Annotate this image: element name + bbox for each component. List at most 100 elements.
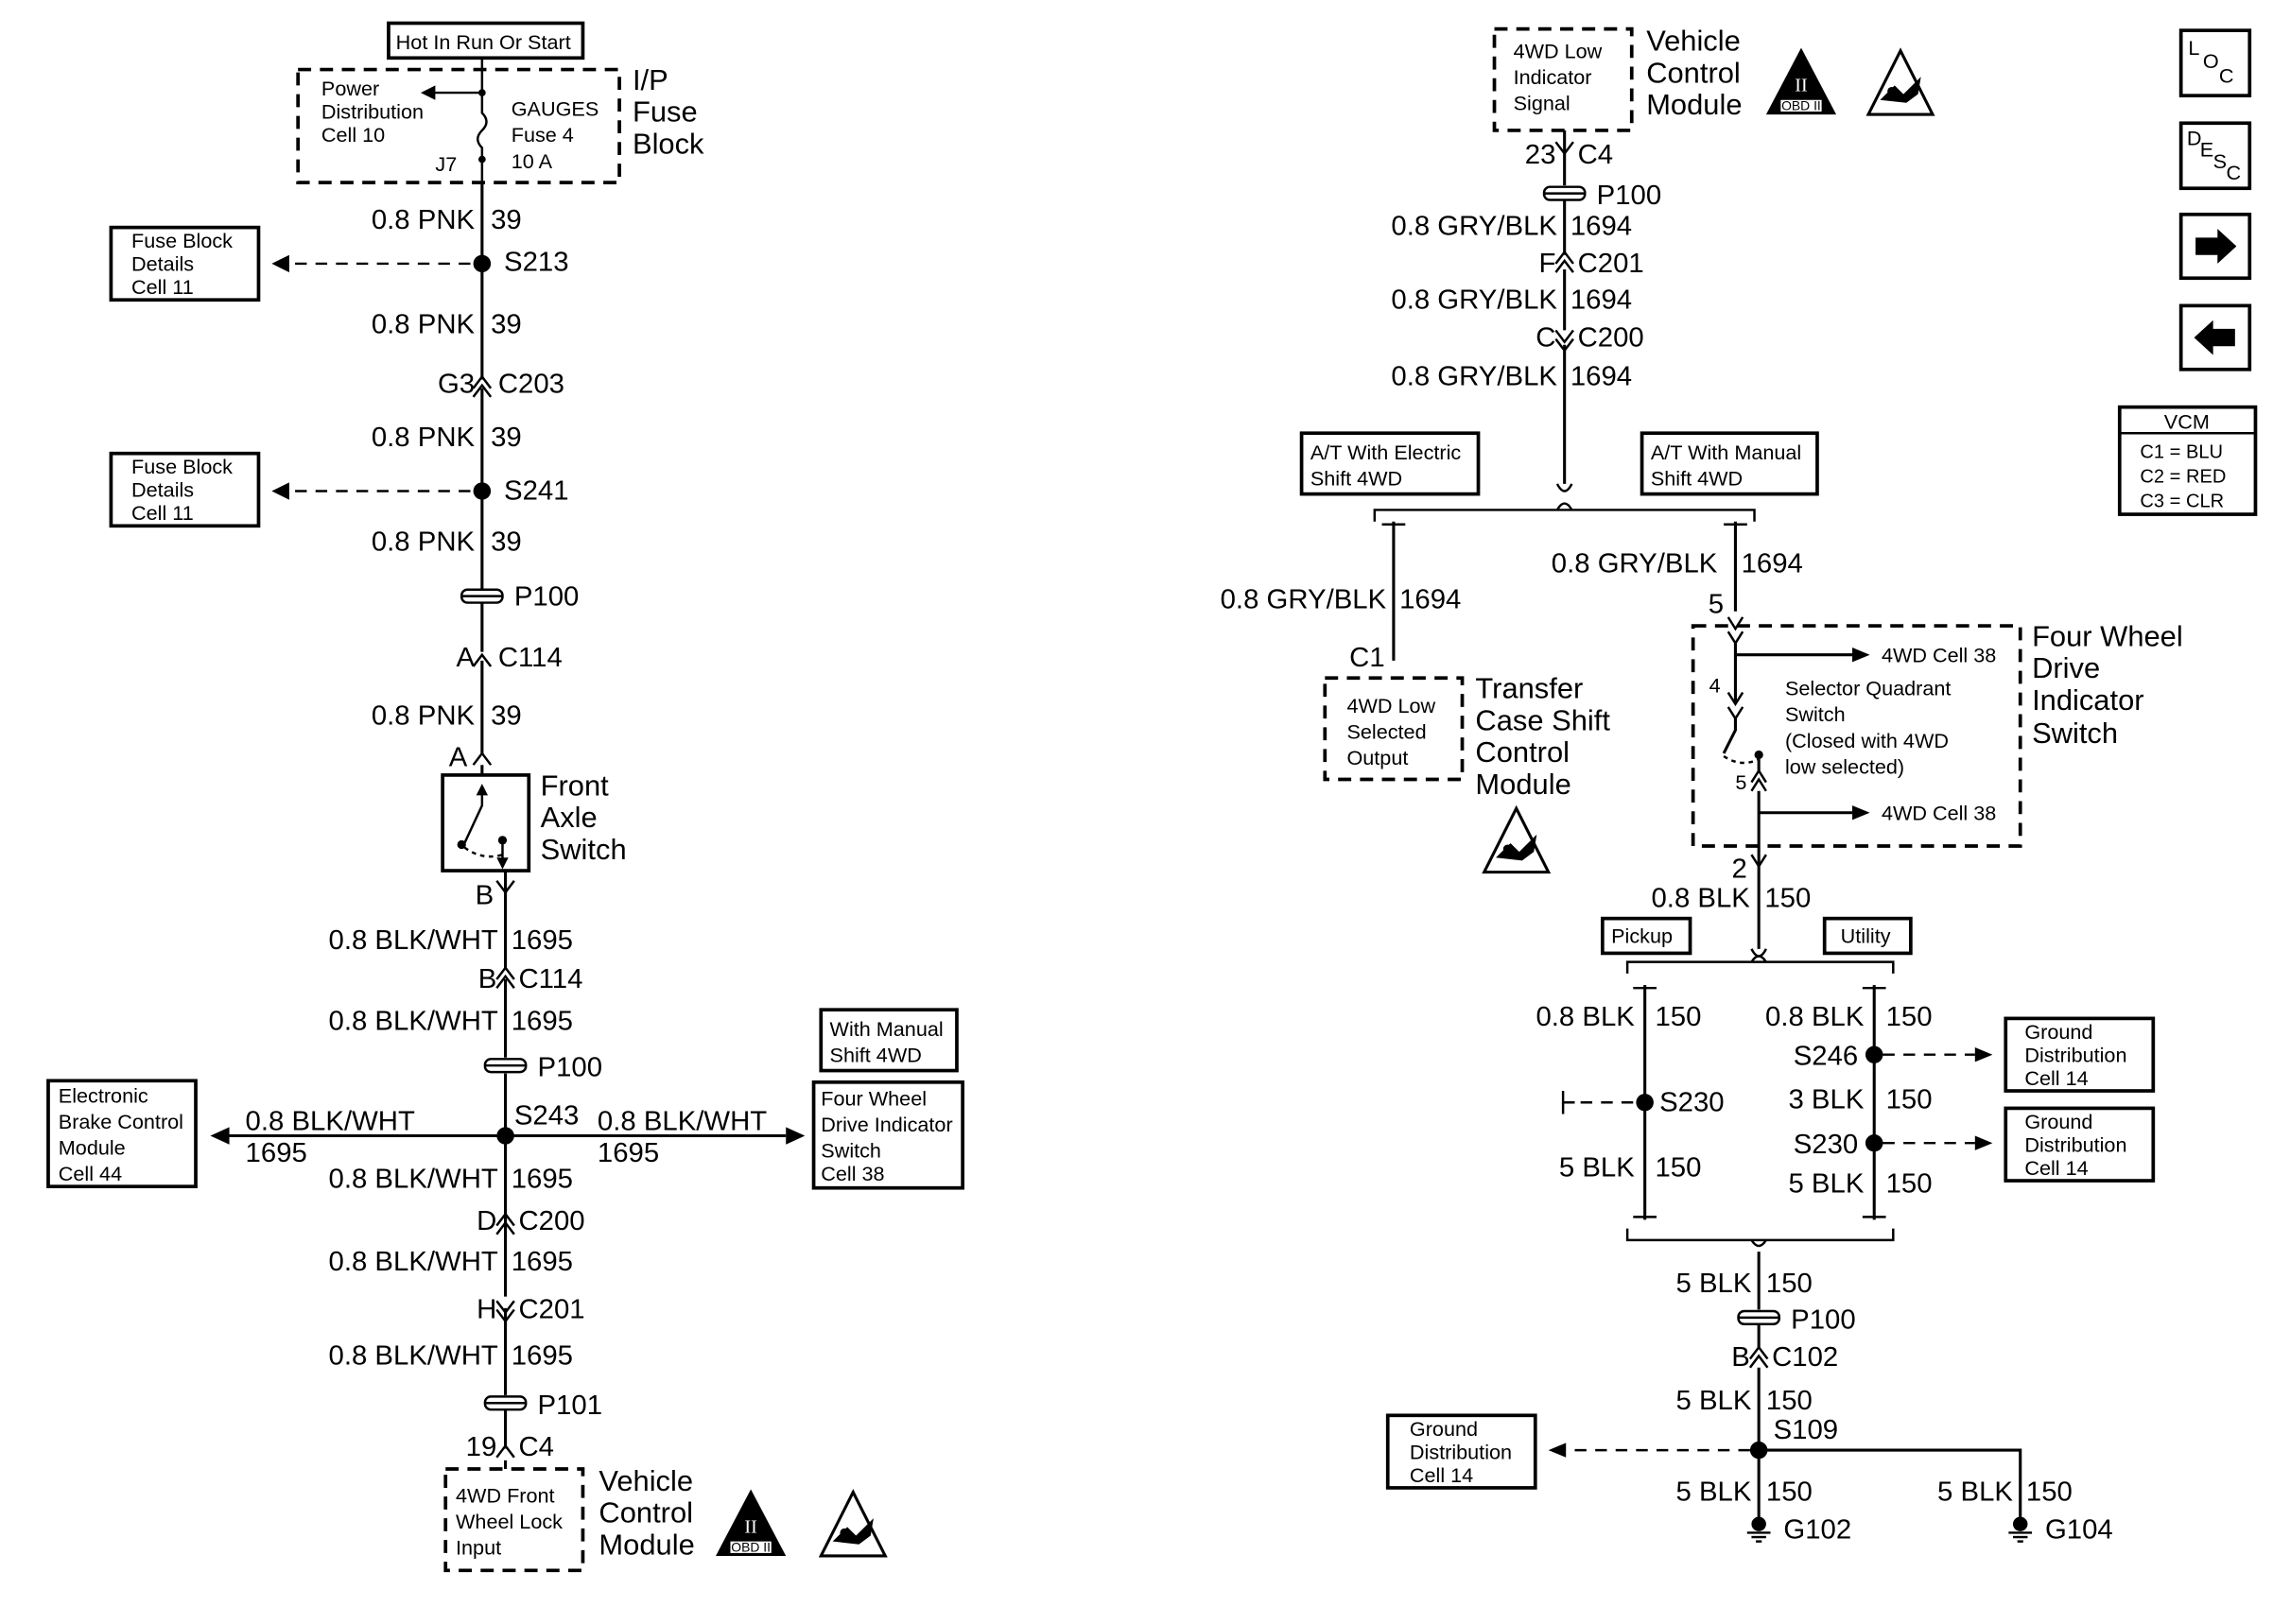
connector-c200r-icon: [1554, 329, 1574, 353]
svg-text:II: II: [744, 1517, 756, 1538]
tccm-line-2: Case Shift: [1475, 704, 1610, 737]
c102-pin: B: [1731, 1342, 1750, 1373]
tccm-output-box: [1323, 676, 1465, 782]
vcm-left-line-2: Control: [599, 1496, 693, 1529]
c114-pin: A: [457, 643, 476, 673]
vcm-input-line-1: 4WD Front: [456, 1484, 555, 1507]
c200-label: C200: [518, 1206, 584, 1236]
wire-label-grybk-5: 0.8 GRY/BLK: [1552, 548, 1718, 579]
splice-s230-left-label: S230: [1659, 1088, 1725, 1118]
tccm-output-line-2: Selected: [1346, 721, 1426, 744]
ground-g104-icon: [2007, 1515, 2034, 1543]
ebcm-ref-box: [46, 1079, 198, 1189]
fwd-pin-5: 5: [1709, 589, 1724, 619]
fwd-ref-line-1: Four Wheel: [821, 1087, 927, 1110]
svg-text:S: S: [2213, 150, 2227, 173]
fwd-arrow-icon: [786, 1127, 806, 1145]
fwd-ref-line-3: Switch: [821, 1140, 881, 1163]
wire-label-right-branch: 0.8 BLK/WHT: [598, 1106, 767, 1136]
vcm-signal-line-1: 4WD Low: [1514, 40, 1603, 62]
fuse-junction-dot: [477, 89, 486, 96]
wire-label-utility-3: 5 BLK: [1788, 1168, 1864, 1199]
ip-fuse-block-box: [296, 67, 621, 184]
svg-text:OBD II: OBD II: [731, 1539, 771, 1554]
gd-ref-2-line-1: Ground: [2024, 1111, 2092, 1133]
splice-s230-right-label: S230: [1794, 1130, 1859, 1160]
arrow-right-icon: [2195, 229, 2237, 264]
fuse-pin-j7: J7: [435, 153, 457, 176]
fwd-ref-line-2: Drive Indicator: [821, 1114, 952, 1136]
tccm-output-line-3: Output: [1346, 747, 1408, 769]
front-axle-line-1: Front: [541, 769, 610, 802]
wire-number-150-9: 150: [1766, 1477, 1813, 1508]
wire-label-pnk-4: 0.8 PNK: [372, 527, 476, 557]
gd-ref-2-line-3: Cell 14: [2024, 1157, 2088, 1180]
p100-label: P100: [514, 582, 580, 613]
wire-label-blkwht-2: 0.8 BLK/WHT: [329, 1007, 498, 1037]
vcm-left-line-3: Module: [599, 1529, 694, 1562]
at-manual-line-1: A/T With Manual: [1651, 441, 1801, 464]
tccm-pin: C1: [1349, 643, 1385, 673]
p101-label: P101: [538, 1391, 603, 1421]
vcm-signal-line-2: Indicator: [1514, 66, 1592, 89]
s230-arrow-icon: [1974, 1135, 1993, 1150]
s241-arrow-icon: [271, 482, 289, 500]
splice-s246-dot: [1865, 1045, 1883, 1063]
vcm-right-line-2: Control: [1646, 56, 1741, 89]
wire-number-1695-5: 1695: [512, 1341, 573, 1372]
option-bracket-bottom: [1625, 1228, 1895, 1248]
connector-c200-icon: [495, 1212, 515, 1235]
wire-label-utility-2: 3 BLK: [1788, 1085, 1864, 1115]
c203-pin: G3: [438, 369, 475, 399]
c4-pin: 19: [466, 1432, 497, 1462]
wire-number-1694-3: 1694: [1570, 362, 1632, 392]
next-page-button[interactable]: [2178, 212, 2252, 281]
c201-label: C201: [518, 1295, 584, 1325]
gd-ref-box-1: [2004, 1016, 2156, 1093]
ebcm-arrow-icon: [210, 1127, 230, 1145]
utility-box: [1822, 916, 1913, 956]
splice-s241-dot: [473, 482, 492, 500]
wire-label-pnk-2: 0.8 PNK: [372, 310, 476, 340]
fwd-pin-2: 2: [1731, 855, 1746, 885]
arrow-left-icon: [2194, 320, 2235, 355]
wire-label-grybk-1: 0.8 GRY/BLK: [1391, 211, 1557, 241]
s109-arrow-icon: [1548, 1443, 1567, 1458]
vcm-left-line-1: Vehicle: [599, 1464, 693, 1497]
pdc-line-3: Cell 10: [321, 124, 385, 147]
fwd-switch-box: [1691, 624, 2022, 848]
tccm-line-3: Control: [1475, 735, 1570, 769]
c200r-label: C200: [1578, 322, 1644, 353]
ground-g102-icon: [1745, 1515, 1772, 1543]
wire-label-blk-9: 5 BLK: [1676, 1477, 1752, 1508]
connector-c114b-icon: [495, 965, 515, 989]
wire-number-utility-1: 150: [1886, 1002, 1933, 1032]
sq-switch-line-2: Switch: [1785, 703, 1846, 726]
wire-number-pickup-2: 150: [1655, 1153, 1701, 1183]
selector-quadrant-switch-icon: [1722, 718, 1737, 754]
front-axle-switch-box: [441, 773, 531, 872]
ebcm-line-1: Electronic: [59, 1084, 148, 1107]
fwd-switch-line-3: Indicator: [2032, 683, 2143, 717]
svg-text:C: C: [2219, 64, 2234, 87]
gauges-line-3: 10 A: [512, 150, 553, 173]
desc-button[interactable]: D E S C: [2178, 121, 2252, 191]
gd-ref-2-line-2: Distribution: [2024, 1133, 2126, 1156]
svg-text:OBD II: OBD II: [1781, 98, 1821, 113]
fuse-block-ref-box-1: [109, 225, 261, 302]
wire-number-left-branch: 1695: [246, 1138, 307, 1168]
hot-in-run-box: [387, 21, 585, 60]
gauges-line-1: GAUGES: [512, 98, 599, 121]
pdc-line-1: Power: [321, 78, 379, 100]
connector-c201-icon: [495, 1300, 515, 1323]
sidebar-nav: L O C D E S C VCM C1 = BLU C2 = RED C3 =…: [2117, 28, 2258, 516]
sq-switch-line-3: (Closed with 4WD: [1785, 730, 1949, 752]
loc-button[interactable]: L O C: [2178, 28, 2252, 97]
previous-page-button[interactable]: [2178, 303, 2252, 371]
svg-text:E: E: [2200, 139, 2213, 162]
wire-number-utility-3: 150: [1886, 1168, 1933, 1199]
gauges-line-2: Fuse 4: [512, 124, 574, 147]
c201r-label: C201: [1578, 249, 1644, 279]
c4r-label: C4: [1578, 140, 1614, 170]
wire-label-blk-10: 5 BLK: [1937, 1477, 2013, 1508]
